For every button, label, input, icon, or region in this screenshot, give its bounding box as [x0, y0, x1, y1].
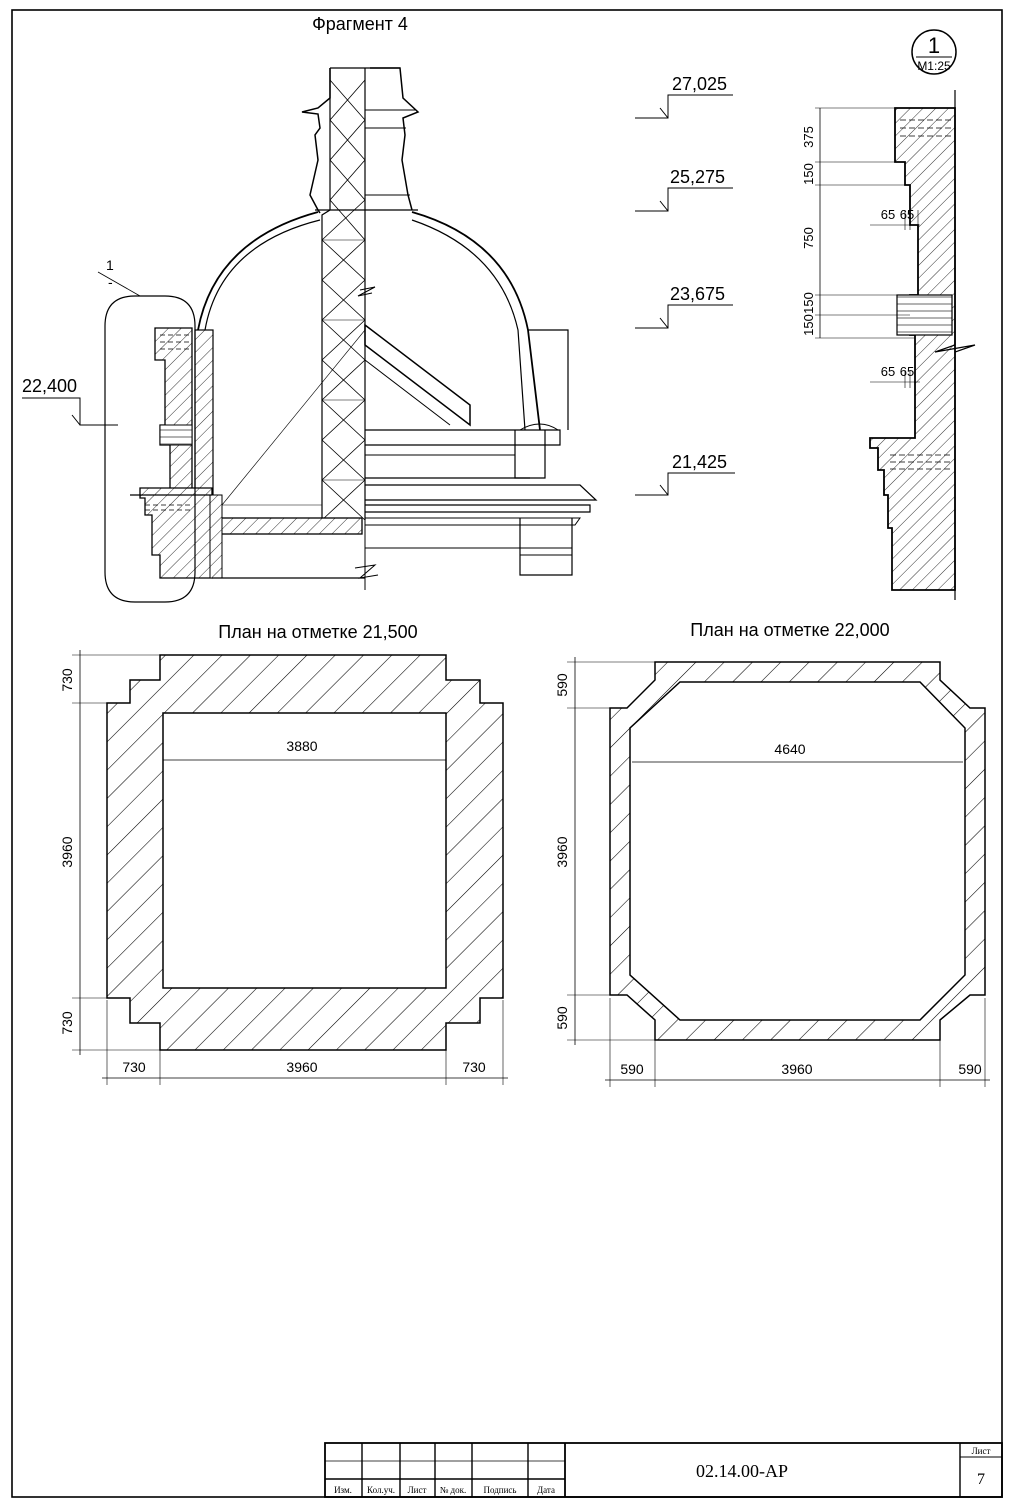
svg-text:3960: 3960: [59, 836, 75, 867]
plan-right-title: План на отметке 22,000: [690, 620, 889, 640]
drum-elevation: [365, 329, 598, 576]
svg-text:65: 65: [881, 207, 895, 222]
svg-text:590: 590: [554, 673, 570, 697]
svg-text:730: 730: [462, 1059, 486, 1075]
svg-text:21,425: 21,425: [672, 452, 727, 472]
elevation-23675: 23,675: [635, 284, 733, 329]
elevation-21425: 21,425: [635, 452, 735, 496]
svg-text:65: 65: [900, 207, 914, 222]
detail-number: 1: [928, 33, 940, 58]
svg-text:730: 730: [59, 668, 75, 692]
plan-right-wall: [609, 661, 986, 1041]
elevation-27025: 27,025: [635, 74, 733, 119]
svg-text:65: 65: [900, 364, 914, 379]
svg-text:Лист: Лист: [408, 1485, 427, 1495]
plan-left-inner-width: 3880: [286, 738, 317, 754]
svg-text:Дата: Дата: [537, 1485, 555, 1495]
svg-text:590: 590: [554, 1006, 570, 1030]
plan-left-title: План на отметке 21,500: [218, 622, 417, 642]
detail-marker: [911, 29, 957, 75]
svg-text:150: 150: [801, 314, 816, 336]
svg-text:№ док.: № док.: [440, 1485, 467, 1495]
detail-dim-chain: 375 150 750 150 150: [801, 107, 915, 339]
elevation-left: 22,400: [22, 376, 118, 426]
svg-text:Подпись: Подпись: [483, 1485, 516, 1495]
svg-text:375: 375: [801, 126, 816, 148]
drawing-code: 02.14.00-АР: [696, 1461, 788, 1481]
svg-text:65: 65: [881, 364, 895, 379]
svg-text:590: 590: [958, 1061, 982, 1077]
central-truss: [321, 68, 379, 590]
callout-number: 1: [106, 257, 114, 273]
svg-text:25,275: 25,275: [670, 167, 725, 187]
fragment-title: Фрагмент 4: [312, 14, 408, 34]
svg-text:3960: 3960: [554, 836, 570, 867]
dome-outline: [197, 211, 319, 331]
plan-right-inner-width: 4640: [774, 741, 805, 757]
svg-text:730: 730: [122, 1059, 146, 1075]
detail-scale: М1:25: [917, 59, 951, 73]
title-block: Изм. Кол.уч. Лист № док. Подпись Дата 02…: [324, 1442, 1003, 1498]
detail-1: 1 М1:25 375 150 750 150 150: [801, 29, 976, 600]
plan-right: План на отметке 22,000 4640 590 3960 590…: [554, 620, 990, 1087]
svg-text:23,675: 23,675: [670, 284, 725, 304]
callout-dash: -: [108, 274, 113, 290]
callout-bubble: [104, 295, 196, 603]
svg-text:3960: 3960: [781, 1061, 812, 1077]
fragment-section: Фрагмент 4: [22, 14, 735, 603]
wall-section-left: [130, 327, 366, 579]
svg-text:150: 150: [801, 292, 816, 314]
elevation-25275: 25,275: [635, 167, 733, 212]
svg-text:150: 150: [801, 163, 816, 185]
svg-text:22,400: 22,400: [22, 376, 77, 396]
lantern: [301, 67, 420, 214]
sheet-label: Лист: [972, 1446, 991, 1456]
svg-text:3960: 3960: [286, 1059, 317, 1075]
detail-profile: [869, 107, 956, 591]
svg-text:750: 750: [801, 227, 816, 249]
plan-left: План на отметке 21,500 3880 730 3960 730…: [59, 622, 508, 1085]
svg-text:Кол.уч.: Кол.уч.: [367, 1485, 395, 1495]
svg-text:Изм.: Изм.: [334, 1485, 352, 1495]
sheet-number: 7: [977, 1471, 985, 1488]
svg-text:27,025: 27,025: [672, 74, 727, 94]
svg-text:590: 590: [620, 1061, 644, 1077]
plan-left-wall: [106, 654, 504, 1051]
svg-text:730: 730: [59, 1011, 75, 1035]
